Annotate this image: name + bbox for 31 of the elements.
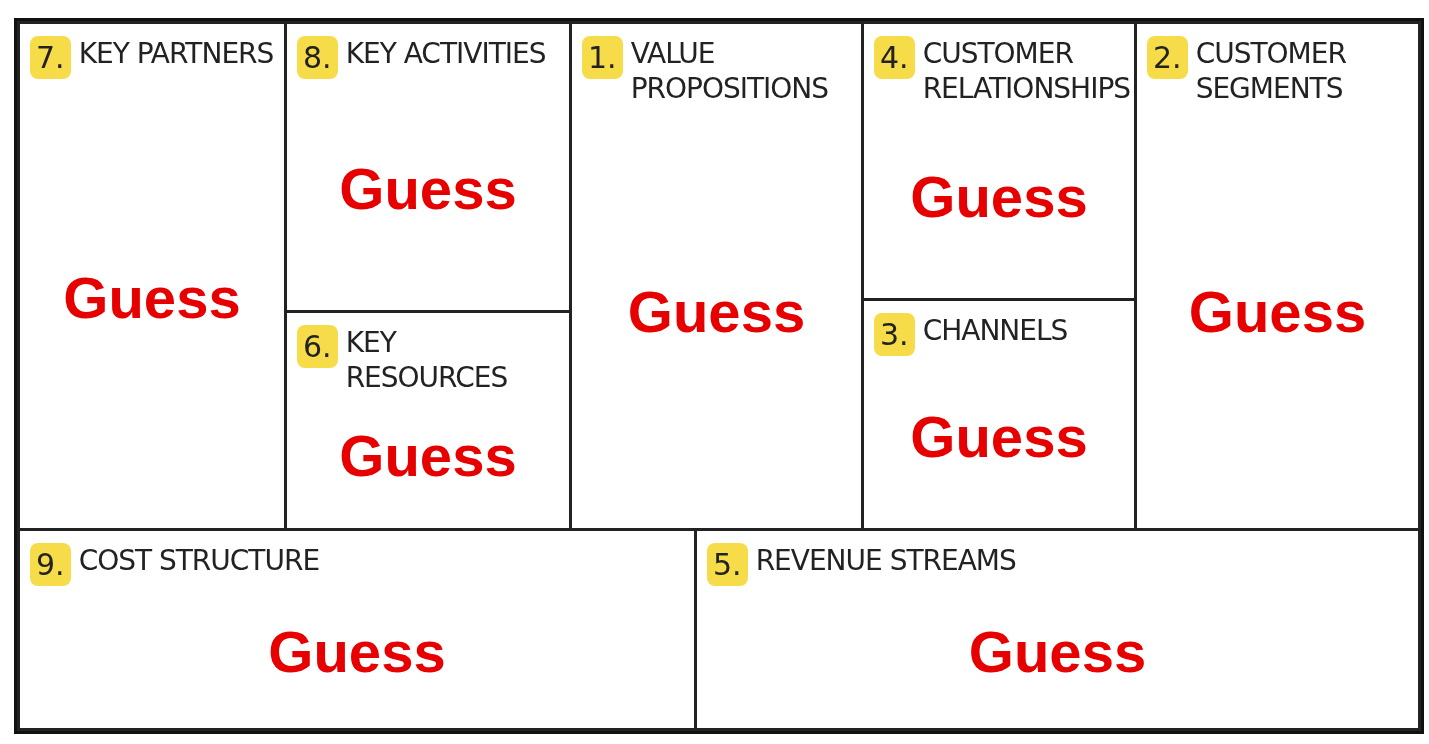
guess-text: Guess bbox=[1188, 277, 1367, 345]
guess-text: Guess bbox=[968, 617, 1147, 685]
step-number: 3. bbox=[874, 313, 915, 356]
guess-text: Guess bbox=[268, 617, 446, 685]
section-title: VALUE PROPOSITIONS bbox=[630, 36, 830, 106]
canvas-section bbox=[1134, 21, 1421, 531]
section-title: REVENUE STREAMS bbox=[755, 543, 1016, 578]
section-title: CUSTOMER SEGMENTS bbox=[1195, 36, 1347, 106]
step-number: 2. bbox=[1147, 36, 1188, 79]
step-number: 5. bbox=[707, 543, 748, 586]
section-title: CUSTOMER RELATIONSHIPS bbox=[922, 36, 1131, 106]
guess-text: Guess bbox=[627, 277, 806, 345]
canvas-section bbox=[694, 528, 1421, 731]
guess-text: Guess bbox=[339, 155, 517, 222]
guess-text: Guess bbox=[910, 402, 1088, 470]
step-number: 6. bbox=[297, 325, 338, 368]
section-title: COST STRUCTURE bbox=[78, 543, 320, 578]
section-title: KEY PARTNERS bbox=[78, 36, 274, 71]
canvas-section bbox=[17, 21, 287, 531]
section-title: KEY ACTIVITIES bbox=[345, 36, 546, 71]
step-number: 8. bbox=[297, 36, 338, 79]
step-number: 9. bbox=[30, 543, 71, 586]
step-number: 1. bbox=[582, 36, 623, 79]
section-title: CHANNELS bbox=[922, 313, 1068, 348]
section-title: KEY RESOURCES bbox=[345, 325, 509, 395]
guess-text: Guess bbox=[339, 422, 517, 489]
guess-text: Guess bbox=[63, 264, 241, 331]
canvas-section bbox=[17, 528, 697, 731]
step-number: 7. bbox=[30, 36, 71, 79]
guess-text: Guess bbox=[910, 162, 1088, 230]
step-number: 4. bbox=[874, 36, 915, 79]
